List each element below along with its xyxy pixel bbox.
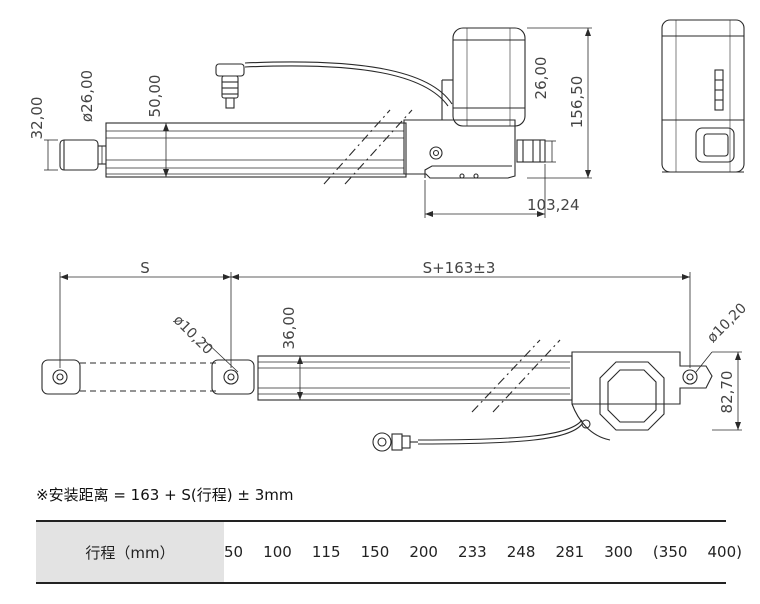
stroke-value: 300	[604, 543, 633, 561]
dim-36: 36,00	[280, 307, 298, 350]
dim-156: 156,50	[568, 76, 586, 129]
stroke-table: 行程（mm） 50 100 115 150 200 233 248 281 30…	[36, 520, 742, 584]
top-side-view	[59, 27, 546, 185]
stroke-value: 115	[311, 543, 341, 561]
stroke-value: 281	[555, 543, 585, 561]
stroke-value: 400)	[707, 543, 742, 561]
dim-phi10-left: ø10,20	[170, 312, 216, 358]
stroke-value: 200	[409, 543, 438, 561]
stroke-value: 233	[458, 543, 487, 561]
dim-82: 82,70	[718, 371, 736, 414]
install-distance-formula: ※安装距离 = 163 + S(行程) ± 3mm	[36, 486, 294, 504]
stroke-value: 50	[224, 543, 244, 561]
dim-phi26: ø26,00	[78, 70, 96, 122]
stroke-value: 100	[263, 543, 292, 561]
stroke-value: 150	[360, 543, 390, 561]
dim-32: 32,00	[28, 97, 46, 140]
stroke-value: 248	[506, 543, 536, 561]
dim-103: 103,24	[527, 196, 580, 214]
dim-s163: S+163±3	[423, 259, 496, 277]
dim-26: 26,00	[532, 57, 550, 100]
dim-phi10-right: ø10,20	[704, 300, 750, 346]
dim-50: 50,00	[146, 75, 164, 118]
stroke-values-row: 50 100 115 150 200 233 248 281 300 (350 …	[224, 522, 742, 582]
dim-s: S	[140, 259, 150, 277]
bottom-view	[41, 339, 713, 452]
bottom-view-dimension-lines	[59, 272, 742, 431]
top-view-dimension-lines	[44, 27, 592, 218]
end-view	[661, 19, 745, 173]
stroke-table-header: 行程（mm）	[36, 522, 224, 582]
stroke-value: (350	[652, 543, 688, 561]
